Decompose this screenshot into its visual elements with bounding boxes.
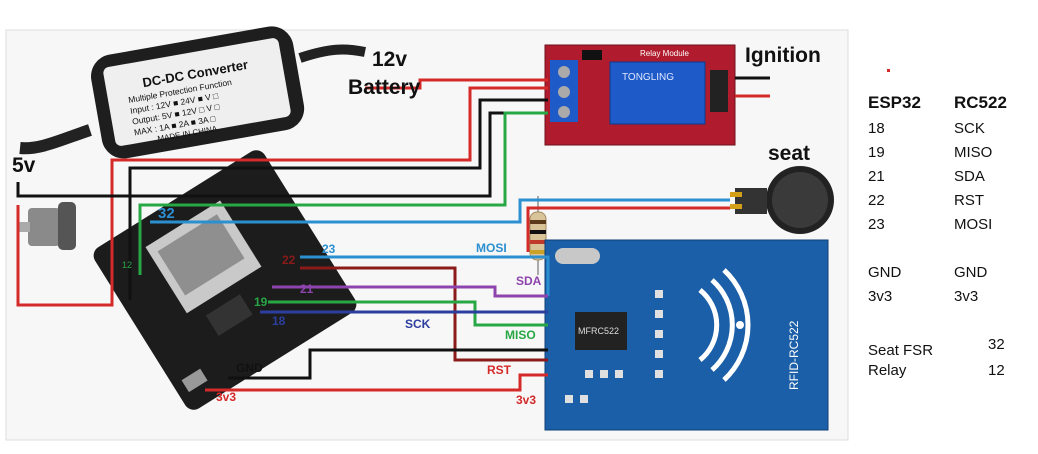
wire-mosi bbox=[300, 255, 550, 296]
sda-label: SDA bbox=[516, 274, 542, 288]
extra-row-pin: 12 bbox=[988, 362, 1005, 379]
pin22-label: 22 bbox=[282, 253, 296, 267]
table-row-esp: 22 bbox=[868, 192, 885, 209]
relay-title: Relay Module bbox=[640, 49, 689, 58]
table-row-esp: 23 bbox=[868, 216, 885, 233]
table-row-rc: GND bbox=[954, 264, 988, 281]
fsr-seat-sensor bbox=[730, 166, 834, 234]
extra-row-name: Seat FSR bbox=[868, 342, 934, 359]
wire-relay-green bbox=[138, 111, 548, 275]
battery-label-line2: Battery bbox=[348, 76, 421, 99]
v33-left-label: 3v3 bbox=[216, 390, 236, 404]
wire-rst bbox=[300, 266, 548, 362]
pin32-label: 32 bbox=[158, 205, 175, 222]
ignition-label: Ignition bbox=[745, 44, 821, 67]
pin19-label: 19 bbox=[254, 295, 268, 309]
relay-brand: TONGLING bbox=[622, 72, 674, 83]
five-volt-label: 5v bbox=[12, 154, 36, 177]
table-row-esp: 21 bbox=[868, 168, 885, 185]
wire-gnd bbox=[228, 348, 548, 380]
wire-sda bbox=[272, 285, 548, 298]
rfid-chip-label: MFRC522 bbox=[578, 326, 619, 336]
table-row-esp: 19 bbox=[868, 144, 885, 161]
pin21-label: 21 bbox=[300, 282, 314, 296]
v33-right-label: 3v3 bbox=[516, 393, 536, 407]
table-row-rc: 3v3 bbox=[954, 288, 979, 305]
esp32-board bbox=[93, 150, 357, 410]
wire-seat-red bbox=[526, 206, 730, 252]
resistor bbox=[529, 196, 547, 275]
sck-label: SCK bbox=[405, 317, 431, 331]
rst-label: RST bbox=[487, 363, 512, 377]
table-row-rc: RST bbox=[954, 192, 984, 209]
table-row-esp: 3v3 bbox=[868, 288, 893, 305]
relay-module: TONGLING Relay Module bbox=[544, 44, 736, 146]
wire-relay-red-down bbox=[16, 86, 548, 307]
barrel-plug bbox=[18, 202, 76, 250]
wire-relay-black bbox=[128, 98, 548, 300]
pin18-label: 18 bbox=[272, 314, 286, 328]
pin23-label: 23 bbox=[322, 242, 336, 256]
pin-mapping-table: ESP32 RC522 18 SCK 19 MISO 21 SDA 22 RST… bbox=[866, 90, 1036, 450]
miso-label: MISO bbox=[505, 328, 536, 342]
extra-row-name: Relay bbox=[868, 362, 907, 379]
extra-row-pin: 32 bbox=[988, 336, 1005, 353]
table-row-rc: SDA bbox=[954, 168, 985, 185]
mosi-label: MOSI bbox=[476, 241, 507, 255]
pin12-label: 12 bbox=[122, 260, 132, 270]
wire-seat-blue bbox=[150, 198, 730, 224]
battery-label-line1: 12v bbox=[372, 48, 407, 71]
gnd-label: GND bbox=[236, 361, 263, 375]
wire-3v3 bbox=[205, 373, 548, 392]
table-row-esp: 18 bbox=[868, 120, 885, 137]
table-row-esp: GND bbox=[868, 264, 902, 281]
red-dot bbox=[887, 69, 890, 72]
table-row-rc: SCK bbox=[954, 120, 985, 137]
seat-label: seat bbox=[768, 142, 810, 165]
table-row-rc: MISO bbox=[954, 144, 993, 161]
rfid-rc522-board: MFRC522 RFID-RC522 bbox=[544, 239, 829, 431]
table-row-rc: MOSI bbox=[954, 216, 993, 233]
rfid-board-label: RFID-RC522 bbox=[787, 320, 801, 390]
wires bbox=[16, 76, 770, 392]
dc-dc-converter: DC-DC Converter Multiple Protection Func… bbox=[19, 26, 366, 159]
table-header-rc522: RC522 bbox=[954, 93, 1007, 112]
wire-battery-red bbox=[365, 78, 548, 90]
table-header-esp32: ESP32 bbox=[868, 93, 921, 112]
